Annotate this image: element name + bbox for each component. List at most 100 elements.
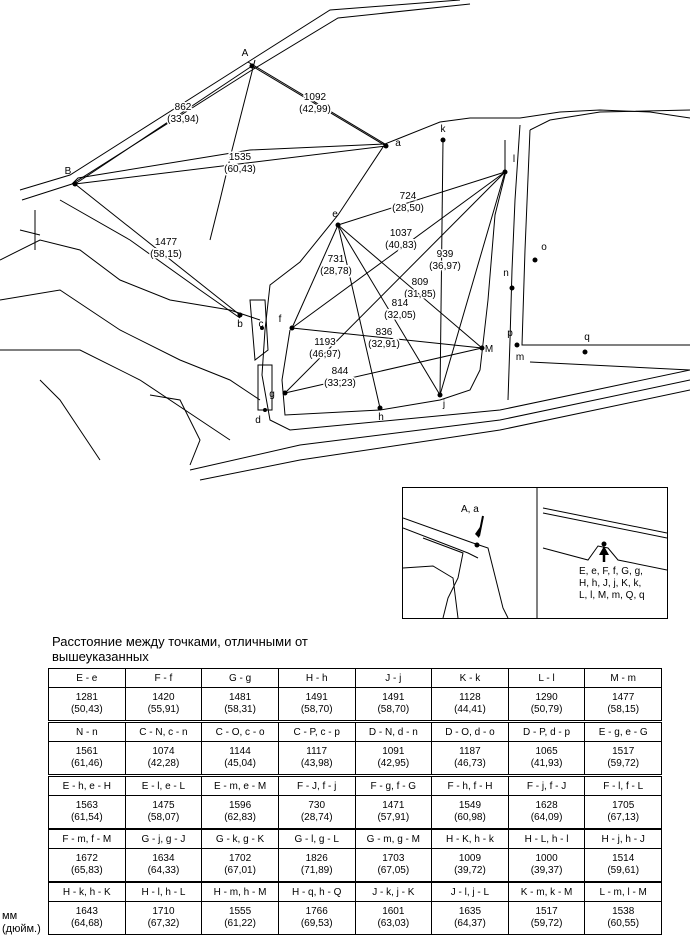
dimension-label: H - q, h - Q [277, 882, 356, 902]
point-label: f [279, 314, 282, 325]
dimension-label: E - g, e - G [584, 722, 662, 742]
measurement-in: (28,78) [320, 266, 352, 277]
units-mm: мм [2, 910, 18, 922]
measurement-in: (46,97) [309, 349, 341, 360]
dimension-inch: (61,22) [224, 918, 256, 929]
dimension-mm: 1561 [75, 746, 98, 757]
dimension-value: 1117(43,98) [277, 741, 356, 775]
dimension-inch: (42,95) [377, 758, 410, 769]
dimension-mm: 1517 [612, 746, 635, 757]
point-label: l [513, 154, 515, 165]
dimension-inch: (67,05) [377, 865, 410, 876]
dimension-inch: (64,33) [147, 865, 180, 876]
measurement-mm: 1193 [314, 337, 336, 348]
measurement-in: (60,43) [224, 164, 256, 175]
dimension-label: G - j, g - J [124, 829, 203, 849]
dimension-label: J - l, j - L [431, 882, 509, 902]
body-structure-drawing [0, 0, 690, 481]
point-label: p [507, 328, 513, 339]
measurement-in: (28,50) [392, 203, 424, 214]
dimension-value: 1703(67,05) [354, 848, 433, 882]
dimension-value: 1290(50,79) [507, 687, 586, 721]
measurement-mm: 731 [328, 254, 345, 265]
measurement-lines [74, 65, 506, 409]
point-label: o [541, 242, 547, 253]
dimension-value: 1563(61,54) [48, 795, 126, 829]
dimension-value: 1702(67,01) [201, 848, 279, 882]
detail-drawing: A, a E, e, F, f, G, g, H, h, J, j, K, k,… [403, 488, 667, 618]
units-note: мм (дюйм.) [2, 910, 41, 936]
measurement-mm: 1092 [304, 92, 327, 103]
point-label: h [378, 412, 384, 423]
dimension-mm: 1491 [382, 692, 405, 703]
dimension-mm: 1491 [305, 692, 328, 703]
point-label: n [503, 268, 509, 279]
dimension-mm: 1475 [152, 800, 175, 811]
dimension-mm: 1117 [306, 746, 328, 757]
measurement-mm: 1477 [155, 237, 178, 248]
measurement-in: (42,99) [299, 104, 331, 115]
dimension-label: N - n [48, 722, 126, 742]
dimension-mm: 1826 [305, 853, 328, 864]
dimension-label: D - N, d - n [354, 722, 433, 742]
dimension-value: 1634(64,33) [124, 848, 203, 882]
detail-inset: A, a E, e, F, f, G, g, H, h, J, j, K, k,… [402, 487, 668, 619]
dimension-mm: 1555 [228, 906, 252, 917]
dimension-mm: 1009 [458, 853, 482, 864]
dimension-label: G - l, g - L [277, 829, 356, 849]
dimension-label: F - J, f - j [277, 776, 356, 796]
dimension-value: 1517(59,72) [507, 901, 586, 935]
dimension-inch: (59,72) [607, 758, 640, 769]
dimension-value: 1826(71,89) [277, 848, 356, 882]
measurement-in: (36,97) [429, 261, 461, 272]
dimension-mm: 1000 [535, 853, 558, 864]
dimension-value: 1187(46,73) [431, 741, 509, 775]
measurement-mm: 814 [392, 298, 409, 309]
measurement-in: (31,85) [404, 289, 436, 300]
measurement-mm: 1535 [229, 152, 252, 163]
dimension-value: 1766(69,53) [277, 901, 356, 935]
dimension-value: 1514(59,61) [584, 848, 662, 882]
dimension-mm: 1596 [228, 800, 252, 811]
point-label: k [441, 124, 447, 135]
dimension-inch: (50,79) [530, 704, 563, 715]
dimension-label: E - m, e - M [201, 776, 279, 796]
dimension-label: D - O, d - o [431, 722, 509, 742]
dimension-label: K - k [431, 668, 509, 688]
measurement-points [72, 63, 588, 412]
measurement-in: (33,94) [167, 114, 199, 125]
dimension-label: H - h [277, 668, 356, 688]
dimension-inch: (46,73) [454, 758, 486, 769]
dimension-inch: (67,01) [224, 865, 256, 876]
dimension-label: K - m, k - M [507, 882, 586, 902]
dimension-label: F - h, f - H [431, 776, 509, 796]
dimension-label: D - P, d - p [507, 722, 586, 742]
dimension-mm: 1628 [535, 800, 558, 811]
dimension-inch: (58,70) [300, 704, 333, 715]
dimension-mm: 1672 [75, 853, 98, 864]
dimension-value: 1420(55,91) [124, 687, 203, 721]
measurement-in: (58,15) [150, 249, 182, 260]
dimension-inch: (59,61) [607, 865, 640, 876]
dimension-mm: 730 [308, 800, 326, 811]
dimension-mm: 1702 [228, 853, 252, 864]
measurement-mm: 939 [437, 249, 454, 260]
point-label: g [269, 389, 275, 400]
dimension-inch: (62,83) [224, 812, 256, 823]
dimension-inch: (71,89) [300, 865, 333, 876]
dimension-value: 1091(42,95) [354, 741, 433, 775]
dimension-value: 1561(61,46) [48, 741, 126, 775]
dimension-value: 1643(64,68) [48, 901, 126, 935]
table-caption: Расстояние между точками, отличными от в… [52, 634, 308, 664]
dimension-label: E - e [48, 668, 126, 688]
point-label: c [259, 319, 264, 330]
measurement-mm: 809 [412, 277, 429, 288]
dimension-label: H - K, h - k [431, 829, 509, 849]
dimension-mm: 1471 [382, 800, 405, 811]
dimension-mm: 1643 [75, 906, 98, 917]
dimension-label: F - m, f - M [48, 829, 126, 849]
dimension-value: 1555(61,22) [201, 901, 279, 935]
dimension-value: 1477(58,15) [584, 687, 662, 721]
dimension-value: 1596(62,83) [201, 795, 279, 829]
